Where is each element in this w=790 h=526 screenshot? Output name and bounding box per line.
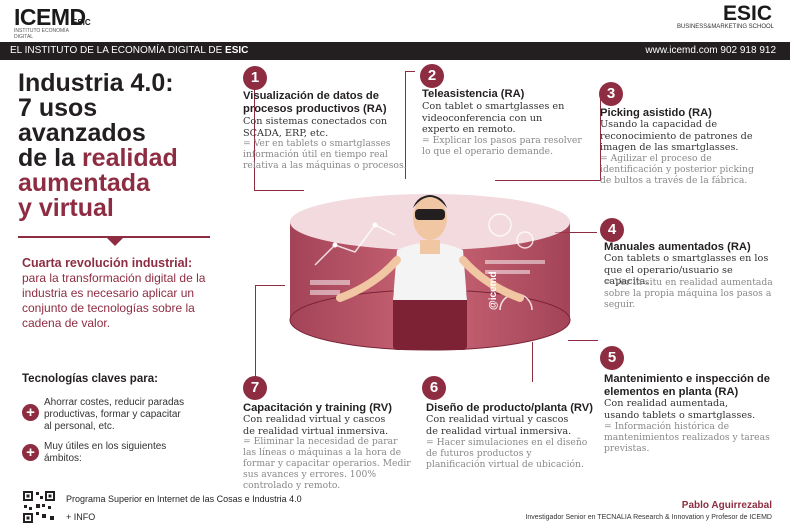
connector-line-3 — [600, 93, 601, 181]
revolution-text: para la transformación digital de la ind… — [22, 271, 206, 330]
feature-7-note: = Eliminar la necesidad de parar las lín… — [243, 436, 411, 491]
top-bar-tagline: EL INSTITUTO DE LA ECONOMÍA DIGITAL DE E… — [10, 45, 249, 56]
qr-code-icon[interactable] — [22, 490, 56, 524]
feature-6-title: Diseño de producto/planta (RV) — [426, 402, 593, 414]
feature-1-title: Visualización de datos de procesos produ… — [243, 90, 387, 115]
technology-item: Ahorrar costes, reducir paradas producti… — [44, 397, 185, 432]
plus-icon: + — [22, 404, 39, 421]
connector-line-2 — [405, 71, 415, 72]
feature-number-6: 6 — [422, 376, 446, 400]
feature-1-desc: Con sistemas conectados con SCADA, ERP, … — [243, 116, 388, 139]
feature-2-desc: Con tablet o smartglasses en videoconfer… — [422, 101, 565, 135]
connector-line-5 — [568, 340, 598, 341]
author-name: Pablo Aguirrezabal — [681, 500, 772, 511]
feature-4-note: = Ver in situ en realidad aumentada sobr… — [604, 277, 773, 310]
technologies-title: Tecnologías claves para: — [22, 373, 158, 385]
feature-2-note: = Explicar los pasos para resolver lo qu… — [422, 135, 582, 157]
feature-7-desc: Con realidad virtual y cascos de realida… — [243, 414, 389, 437]
esic-logo: ESIC — [722, 2, 772, 25]
feature-6-desc: Con realidad virtual y cascos de realida… — [426, 414, 572, 437]
feature-4-desc: Con tablets o smartglasses en los que el… — [604, 253, 769, 287]
revolution-title: Cuarta revolución industrial: — [22, 256, 193, 270]
feature-number-2: 2 — [420, 64, 444, 88]
top-bar: EL INSTITUTO DE LA ECONOMÍA DIGITAL DE E… — [0, 42, 790, 60]
connector-line-1 — [254, 190, 304, 191]
feature-5-title: Mantenimiento e inspección de elementos … — [604, 373, 770, 398]
feature-6-note: = Hacer simulaciones en el diseño de fut… — [426, 437, 588, 470]
icemd-logo: ICEMD — [14, 4, 86, 30]
plus-icon: + — [22, 444, 39, 461]
feature-number-4: 4 — [600, 218, 624, 242]
author-role: Investigador Senior en TECNALIA Research… — [525, 514, 772, 521]
connector-line-6 — [532, 342, 533, 382]
feature-3-note: = Agilizar el proceso de identificación … — [600, 153, 754, 186]
connector-line-7 — [255, 285, 285, 286]
connector-line-7 — [255, 285, 256, 380]
connector-line-4 — [555, 232, 597, 233]
feature-number-5: 5 — [600, 346, 624, 370]
feature-3-desc: Usando la capacidad de reconocimiento de… — [600, 119, 753, 153]
feature-4-title: Manuales aumentados (RA) — [604, 241, 751, 253]
connector-line-3 — [495, 180, 600, 181]
more-info-link[interactable]: + INFO — [66, 512, 96, 522]
icemd-logo-subtitle: INSTITUTO ECONOMÍA DIGITAL — [14, 28, 69, 40]
page-title: Industria 4.0: 7 usos avanzados de la re… — [18, 69, 178, 222]
feature-number-1: 1 — [243, 66, 267, 90]
program-link[interactable]: Programa Superior en Internet de las Cos… — [66, 494, 302, 504]
feature-number-3: 3 — [599, 82, 623, 106]
feature-2-title: Teleasistencia (RA) — [422, 88, 525, 100]
illustration-watermark: @icemd — [488, 271, 499, 310]
feature-5-desc: Con realidad aumentada, usando tablets o… — [604, 398, 756, 421]
feature-5-note: = Información histórica de mantenimiento… — [604, 421, 770, 454]
connector-line-1 — [254, 81, 255, 191]
feature-number-7: 7 — [243, 376, 267, 400]
icemd-esic-mark: ESIC — [72, 18, 91, 27]
divider-chevron-icon — [106, 237, 124, 246]
ar-illustration — [289, 194, 571, 351]
esic-logo-subtitle: BUSINESS&MARKETING SCHOOL — [676, 24, 774, 30]
technology-item: Muy útiles en los siguientes ámbitos: — [44, 441, 167, 464]
connector-line-2 — [405, 71, 406, 179]
feature-7-title: Capacitación y training (RV) — [243, 402, 392, 414]
feature-1-note: = Ver en tablets o smartglasses informac… — [243, 138, 407, 171]
feature-3-title: Picking asistido (RA) — [600, 107, 712, 119]
top-bar-contact[interactable]: www.icemd.com 902 918 912 — [645, 45, 776, 56]
